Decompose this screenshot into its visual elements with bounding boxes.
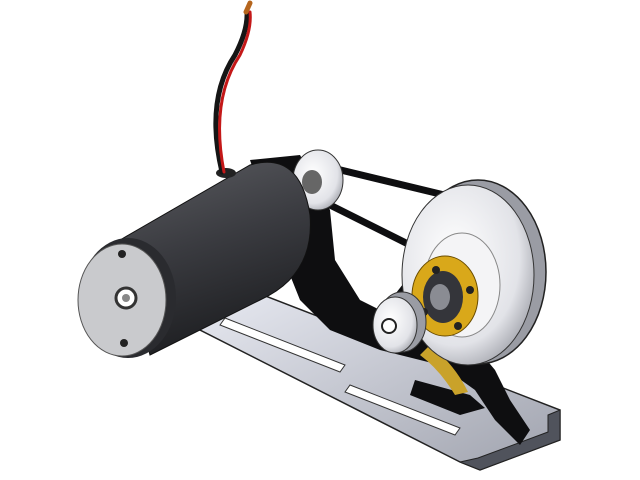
dc-motor — [77, 161, 311, 358]
bracket — [250, 155, 530, 445]
idler-pulley-bottom — [372, 291, 427, 354]
mounting-slot — [344, 384, 461, 436]
base-plate — [198, 289, 561, 471]
large-pulley — [401, 179, 547, 366]
mounting-slot — [219, 317, 346, 373]
brass-arc — [420, 345, 468, 395]
power-wire — [213, 0, 253, 175]
